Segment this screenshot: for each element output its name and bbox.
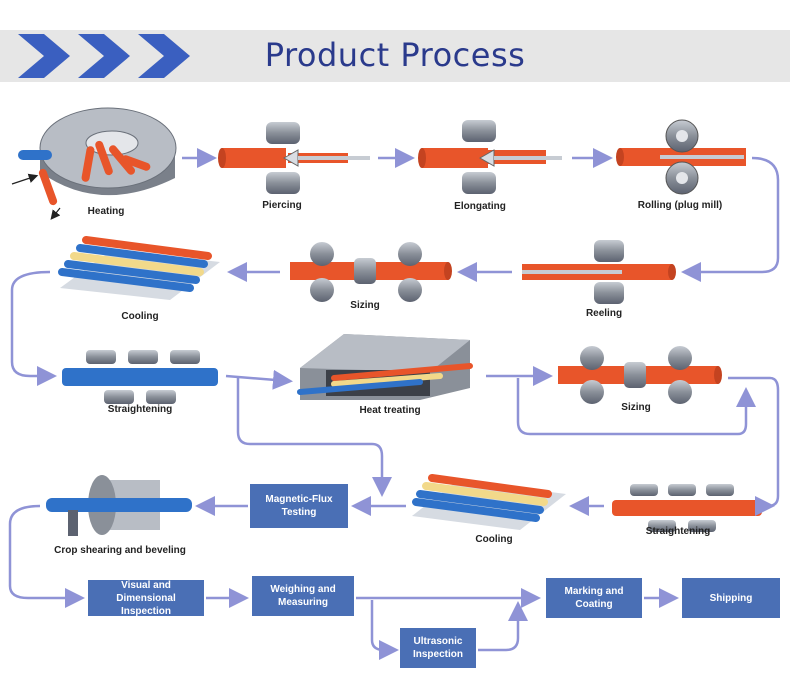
crop-shearing-illustration xyxy=(46,475,192,536)
step-label-reeling: Reeling xyxy=(585,308,623,319)
step-label-crop-shearing: Crop shearing and beveling xyxy=(54,545,186,556)
cooling-illustration-2 xyxy=(412,474,566,530)
step-label-piercing: Piercing xyxy=(262,200,302,211)
heat-treating-illustration xyxy=(297,334,473,400)
title-chevrons xyxy=(18,34,190,78)
page-title: Product Process xyxy=(264,36,526,74)
straightening-illustration-2 xyxy=(612,484,762,532)
step-label-elongating: Elongating xyxy=(454,201,506,212)
box-weighing: Weighing and Measuring xyxy=(252,576,354,616)
sizing-illustration-2 xyxy=(558,346,722,404)
step-label-straightening-1: Straightening xyxy=(107,404,173,415)
step-label-cooling-2: Cooling xyxy=(475,534,513,545)
step-label-heating: Heating xyxy=(87,206,125,217)
step-label-heat-treating: Heat treating xyxy=(359,405,421,416)
chevron-icon xyxy=(18,34,70,78)
box-shipping: Shipping xyxy=(682,578,780,618)
sizing-illustration-1 xyxy=(290,242,452,302)
step-label-sizing-1: Sizing xyxy=(350,300,380,311)
reeling-illustration xyxy=(522,240,676,304)
box-visual-inspection: Visual and Dimensional Inspection xyxy=(88,580,204,617)
title-banner xyxy=(0,30,790,82)
box-magnetic-flux: Magnetic-Flux Testing xyxy=(250,484,348,528)
piercing-illustration xyxy=(218,122,370,194)
step-label-rolling: Rolling (plug mill) xyxy=(637,200,723,211)
rolling-illustration xyxy=(616,119,746,195)
straightening-illustration-1 xyxy=(62,350,218,404)
flow-arrows xyxy=(8,148,780,660)
chevron-icon xyxy=(138,34,190,78)
heating-furnace-illustration xyxy=(11,107,177,220)
box-ultrasonic: Ultrasonic Inspection xyxy=(400,628,476,668)
step-label-straightening-2: Straightening xyxy=(645,526,711,537)
step-label-cooling-1: Cooling xyxy=(121,311,159,322)
chevron-icon xyxy=(78,34,130,78)
cooling-illustration-1 xyxy=(58,236,220,300)
elongating-illustration xyxy=(418,120,562,194)
step-label-sizing-2: Sizing xyxy=(621,402,651,413)
box-marking: Marking and Coating xyxy=(546,578,642,618)
